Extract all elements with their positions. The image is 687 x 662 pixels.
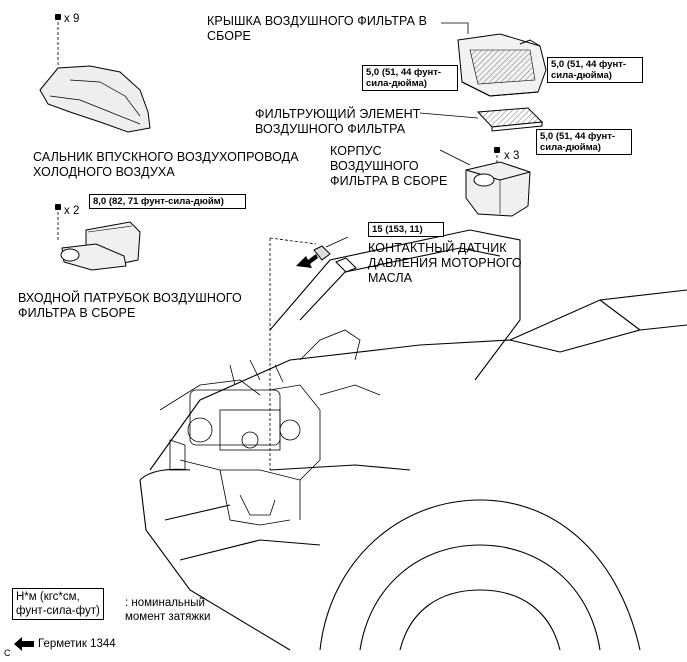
sealant-arrow-icon	[296, 254, 318, 268]
filter-element-label: ФИЛЬТРУЮЩИЙ ЭЛЕМЕНТ ВОЗДУШНОГО ФИЛЬТРА	[255, 107, 421, 136]
legend-unit-box: Н*м (кгс*см, фунт-сила-фут)	[12, 588, 104, 620]
bolt-icon	[55, 14, 500, 210]
duct-seal-label: САЛЬНИК ВПУСКНОГО ВОЗДУХОПРОВОДА ХОЛОДНО…	[33, 150, 299, 179]
air-cleaner-cap-label: КРЫШКА ВОЗДУШНОГО ФИЛЬТРА В СБОРЕ	[207, 14, 428, 43]
seal-clip-quantity: x 9	[64, 13, 80, 25]
air-cleaner-cap-part	[457, 33, 547, 97]
air-cleaner-case-part	[465, 161, 531, 217]
inlet-assembly-label: ВХОДНОЙ ПАТРУБОК ВОЗДУШНОГО ФИЛЬТРА В СБ…	[18, 291, 242, 320]
air-cleaner-case-label: КОРПУС ВОЗДУШНОГО ФИЛЬТРА В СБОРЕ	[330, 144, 448, 188]
torque-oil-switch: 15 (153, 11)	[368, 222, 444, 237]
oil-pressure-switch-label: КОНТАКТНЫЙ ДАТЧИК ДАВЛЕНИЯ МОТОРНОГО МАС…	[368, 241, 522, 285]
vehicle-outline	[139, 229, 687, 651]
torque-inlet: 8,0 (82, 71 фунт-сила-дюйм)	[89, 194, 246, 209]
engine-bay	[159, 329, 381, 526]
legend-corner-mark: C	[4, 648, 11, 658]
inlet-bolt-quantity: x 2	[64, 205, 80, 217]
legend-sealant-label: Герметик 1344	[38, 638, 116, 650]
torque-case: 5,0 (51, 44 фунт- сила-дюйма)	[536, 129, 632, 155]
torque-cap-left: 5,0 (51, 44 фунт- сила-дюйма)	[362, 65, 458, 91]
case-bolt-quantity: x 3	[504, 150, 520, 162]
filter-element-part	[476, 107, 544, 132]
legend-unit-description: : номинальный момент затяжки	[125, 597, 211, 623]
sealant-arrow-icon	[14, 637, 34, 651]
duct-seal-part	[39, 65, 151, 133]
torque-cap-right: 5,0 (51, 44 фунт- сила-дюйма)	[547, 57, 643, 83]
inlet-assembly-part	[60, 221, 141, 271]
oil-pressure-switch-part	[313, 245, 357, 273]
